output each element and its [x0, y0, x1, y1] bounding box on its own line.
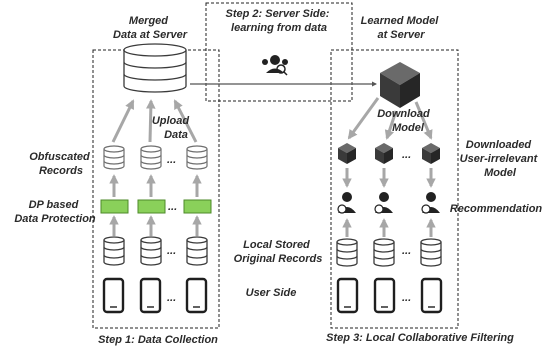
- user-icon: [374, 192, 393, 214]
- ellipsis: ...: [402, 292, 411, 304]
- obfuscated-records-label: Obfuscated Records: [29, 151, 93, 177]
- downloaded-model-label: Downloaded User-irrelevant Model: [460, 139, 541, 179]
- server-database-icon: [123, 43, 187, 93]
- download-model-label: Download Model: [377, 108, 433, 134]
- local-database-icon: [373, 238, 395, 267]
- ellipsis: ...: [402, 149, 411, 161]
- step3-label: Step 3: Local Collaborative Filtering: [326, 332, 514, 344]
- learned-model-label: Learned Model at Server: [361, 15, 442, 41]
- step2-region: [205, 2, 353, 102]
- phone-icon: [185, 277, 208, 314]
- local-database-icon: [186, 236, 208, 266]
- downloaded-model-cube-icon: [422, 143, 440, 164]
- step1-label: Step 1: Data Collection: [98, 334, 218, 346]
- upload-data-label: Upload Data: [152, 115, 192, 141]
- dp-protection-box: [183, 199, 212, 214]
- local-database-icon: [336, 238, 358, 267]
- local-database-icon: [420, 238, 442, 267]
- local-database-icon: [140, 236, 162, 266]
- phone-icon: [420, 277, 443, 314]
- step2-label: Step 2: Server Side: learning from data: [226, 8, 333, 34]
- recommendation-label: Recommendation: [450, 203, 543, 215]
- merged-data-label: Merged Data at Server: [113, 15, 188, 41]
- step1-columns: [100, 145, 212, 314]
- downloaded-model-cube-icon: [375, 143, 393, 164]
- downloaded-model-cube-icon: [338, 143, 356, 164]
- phone-icon: [139, 277, 162, 314]
- ellipsis: ...: [168, 201, 177, 213]
- phone-icon: [336, 277, 359, 314]
- ellipsis: ...: [167, 245, 176, 257]
- phone-icon: [373, 277, 396, 314]
- dp-protection-box: [137, 199, 166, 214]
- user-side-label: User Side: [246, 287, 297, 299]
- user-icon: [421, 192, 440, 214]
- download-arrows: [347, 97, 433, 140]
- step3-columns: [336, 143, 443, 314]
- obfuscated-database-icon: [103, 145, 125, 170]
- step3-region: [330, 49, 459, 329]
- ellipsis: ...: [167, 292, 176, 304]
- dp-protection-label: DP based Data Protection: [14, 199, 96, 225]
- learned-model-cube-icon: [380, 62, 420, 108]
- obfuscated-database-icon: [140, 145, 162, 170]
- dp-protection-box: [100, 199, 129, 214]
- obfuscated-database-icon: [186, 145, 208, 170]
- ellipsis: ...: [402, 245, 411, 257]
- phone-icon: [102, 277, 125, 314]
- local-database-icon: [103, 236, 125, 266]
- ellipsis: ...: [167, 154, 176, 166]
- upload-arrows: [111, 99, 198, 143]
- learning-from-data-icon: [262, 55, 288, 76]
- local-stored-label: Local Stored Original Records: [234, 239, 323, 265]
- user-icon: [337, 192, 356, 214]
